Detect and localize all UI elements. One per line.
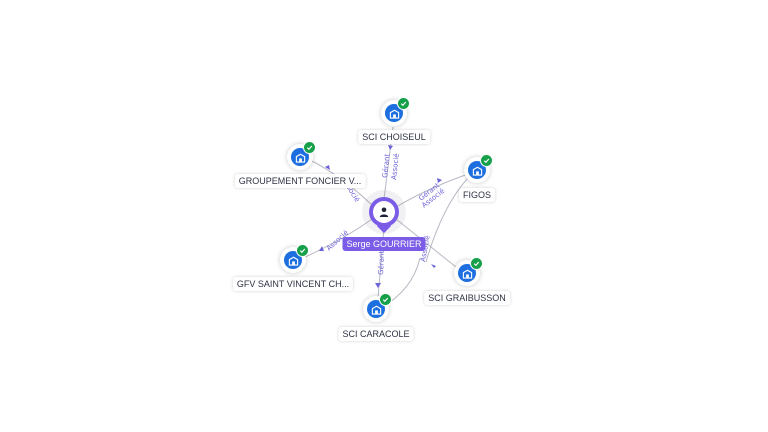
arrow-sci-caracole [375,283,381,288]
company-node-figos[interactable] [464,154,493,183]
check-icon [296,244,309,257]
arrow-groupement [325,165,330,170]
company-label-gfv[interactable]: GFV SAINT VINCENT CH... [232,277,354,291]
edge-label-choiseul-gerant: Gérant [381,153,391,178]
check-icon [470,257,483,270]
company-node-sci-caracole[interactable] [363,293,392,322]
check-icon [480,154,493,167]
check-icon [397,97,410,110]
company-label-groupement[interactable]: GROUPEMENT FONCIER V... [234,174,366,188]
arrow-figos [437,178,442,183]
company-node-groupement[interactable] [287,141,316,170]
company-label-sci-caracole[interactable]: SCI CARACOLE [338,327,414,341]
person-icon [373,201,395,223]
check-icon [303,141,316,154]
arrows-layer [319,145,442,288]
person-node[interactable] [369,197,399,234]
company-label-figos[interactable]: FIGOS [458,188,496,202]
company-node-sci-graibusson[interactable] [454,257,483,286]
check-icon [379,293,392,306]
arrow-gfv [319,246,324,251]
company-label-sci-choiseul[interactable]: SCI CHOISEUL [358,130,430,144]
arrow-sci-choiseul [388,145,393,150]
edge-label-choiseul-associe: Associé [390,153,401,180]
arrow-sci-graibusson [431,264,436,268]
company-node-sci-choiseul[interactable] [381,97,410,126]
company-node-gfv[interactable] [280,244,309,273]
person-name-label[interactable]: Serge GOURRIER [342,237,426,251]
edge-label-caracole-gerant: Gérant [377,250,386,275]
company-label-sci-graibusson[interactable]: SCI GRAIBUSSON [424,291,510,305]
